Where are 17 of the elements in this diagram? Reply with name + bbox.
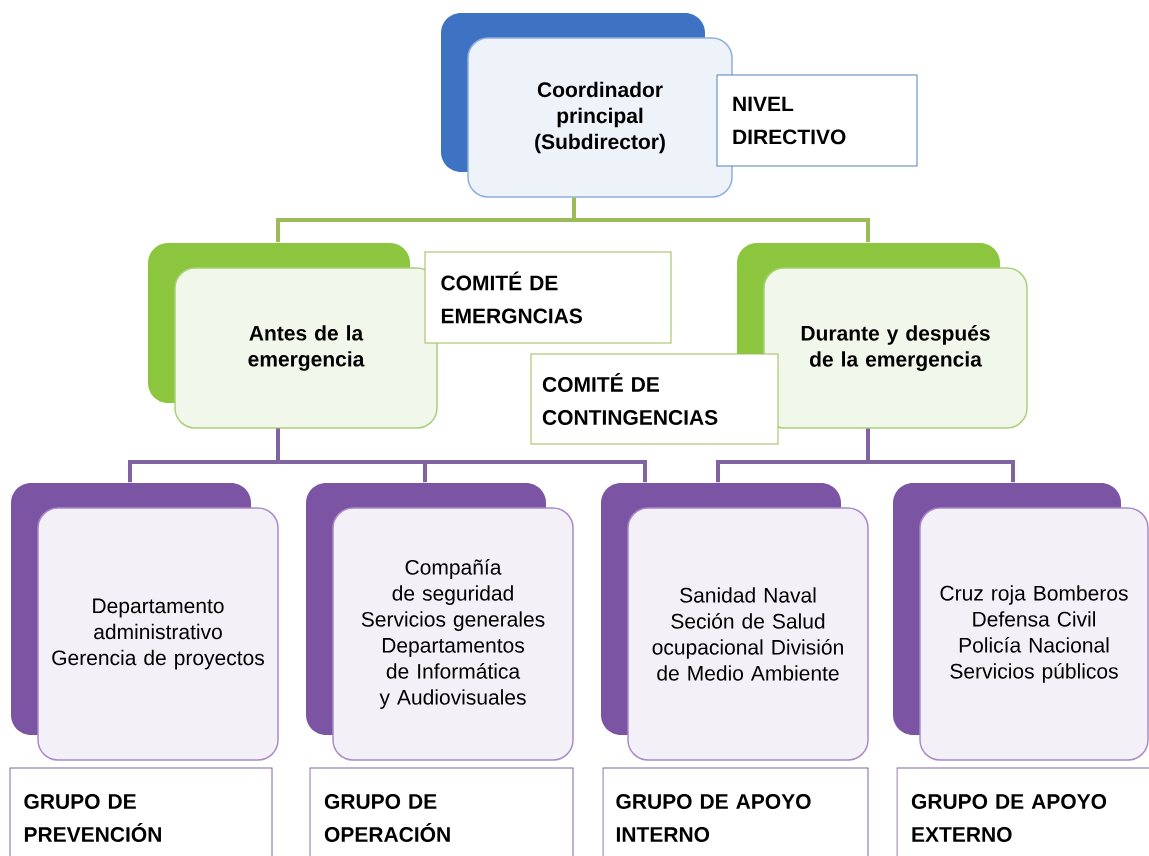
label-box: COMITÉ DE CONTINGENCIAS	[530, 353, 779, 445]
card: Coordinador principal (Subdirector)	[441, 13, 733, 198]
card: Durante y después de la emergencia	[737, 243, 1028, 429]
label-box: GRUPO DE OPERACIÓN	[309, 767, 574, 856]
connector-line	[866, 428, 1015, 483]
card: Departamento administrativo Gerencia de proyectos	[11, 483, 279, 761]
card: Cruz roja Bomberos Defensa Civil Policía Nacional Servicios públicos	[893, 483, 1149, 761]
label-box: GRUPO DE APOYO INTERNO	[602, 767, 869, 856]
card: Antes de la emergencia	[148, 243, 438, 429]
card: Compañía de seguridad Servicios generales Departamentos de Informática y Audiovisuales	[306, 483, 574, 761]
card: Sanidad Naval Seción de Salud ocupacional División de Medio Ambiente	[601, 483, 869, 761]
label-box: GRUPO DE PREVENCIÓN	[9, 767, 273, 856]
connector-line	[276, 428, 647, 483]
label-box: COMITÉ DE EMERGNCIAS	[424, 251, 672, 344]
label-box: GRUPO DE APOYO EXTERNO	[896, 767, 1149, 856]
connector-line	[572, 197, 870, 243]
label-box: NIVEL DIRECTIVO	[716, 74, 918, 167]
